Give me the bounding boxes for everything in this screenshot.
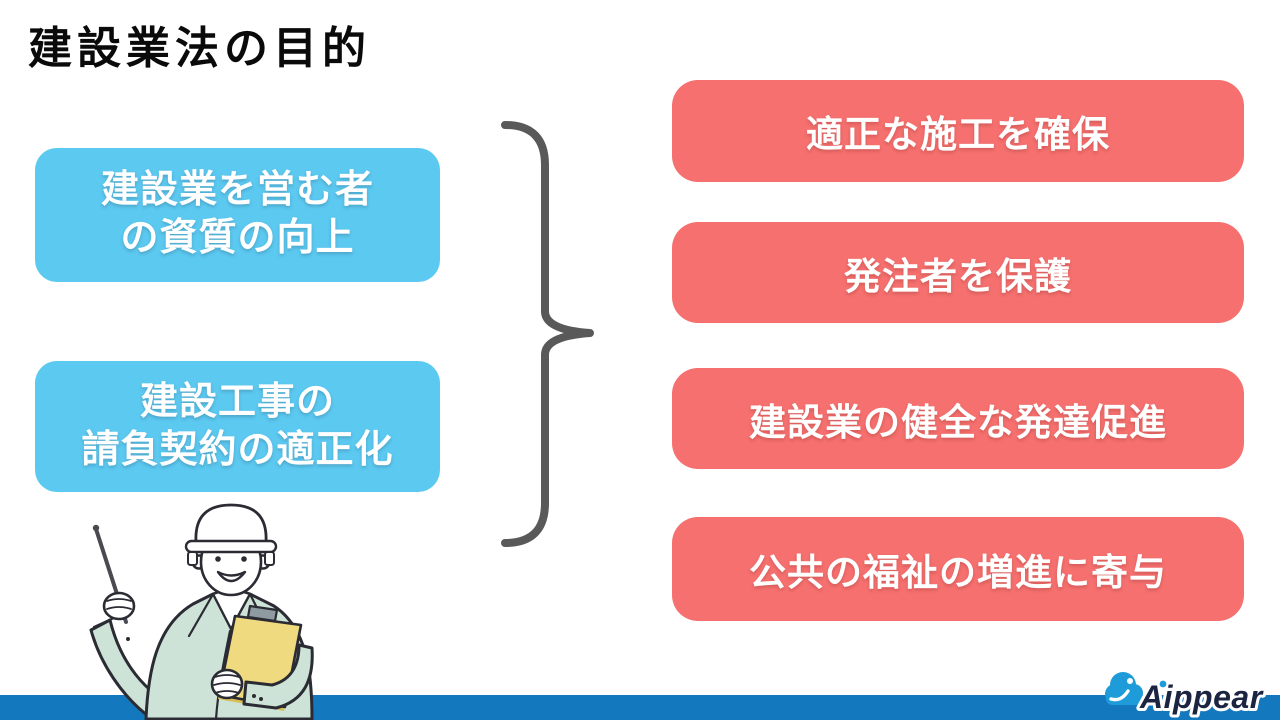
cause-box-contract-line2: 請負契約の適正化	[81, 428, 394, 471]
effect-box-sound-development: 建設業の健全な発達促進	[672, 368, 1244, 469]
curly-brace-icon	[501, 121, 594, 547]
effect-box-proper-construction: 適正な施工を確保	[672, 80, 1244, 182]
worker-helmet	[184, 503, 278, 566]
worker-right-hand	[102, 591, 136, 621]
worker-forearm	[242, 643, 314, 710]
effect-box-protect-orderers: 発注者を保護	[672, 222, 1244, 323]
worker-arm	[89, 618, 184, 720]
worker-left-hand	[210, 668, 244, 700]
slide-title: 建設業法の目的	[28, 24, 371, 73]
construction-worker-illustration	[89, 503, 314, 720]
cause-box-quality: 建設業を営む者 の資質の向上	[35, 148, 440, 282]
cloud-icon	[1105, 672, 1143, 705]
effect-box-public-welfare: 公共の福祉の増進に寄与	[672, 517, 1244, 621]
effect-box-public-welfare-label: 公共の福祉の増進に寄与	[749, 552, 1167, 593]
aippear-logo: Aippear	[1105, 672, 1266, 718]
effect-box-proper-construction-label: 適正な施工を確保	[806, 114, 1110, 155]
logo-text: Aippear	[1139, 679, 1264, 715]
effect-box-protect-orderers-label: 発注者を保護	[844, 255, 1072, 297]
cause-box-contract: 建設工事の 請負契約の適正化	[35, 361, 440, 492]
cause-box-quality-line2: の資質の向上	[120, 217, 355, 259]
cause-box-contract-line1: 建設工事の	[139, 380, 335, 423]
cause-box-quality-line1: 建設業を営む者	[100, 169, 374, 212]
effect-box-sound-development-label: 建設業の健全な発達促進	[749, 401, 1167, 443]
logo-i-dot	[1159, 680, 1167, 688]
